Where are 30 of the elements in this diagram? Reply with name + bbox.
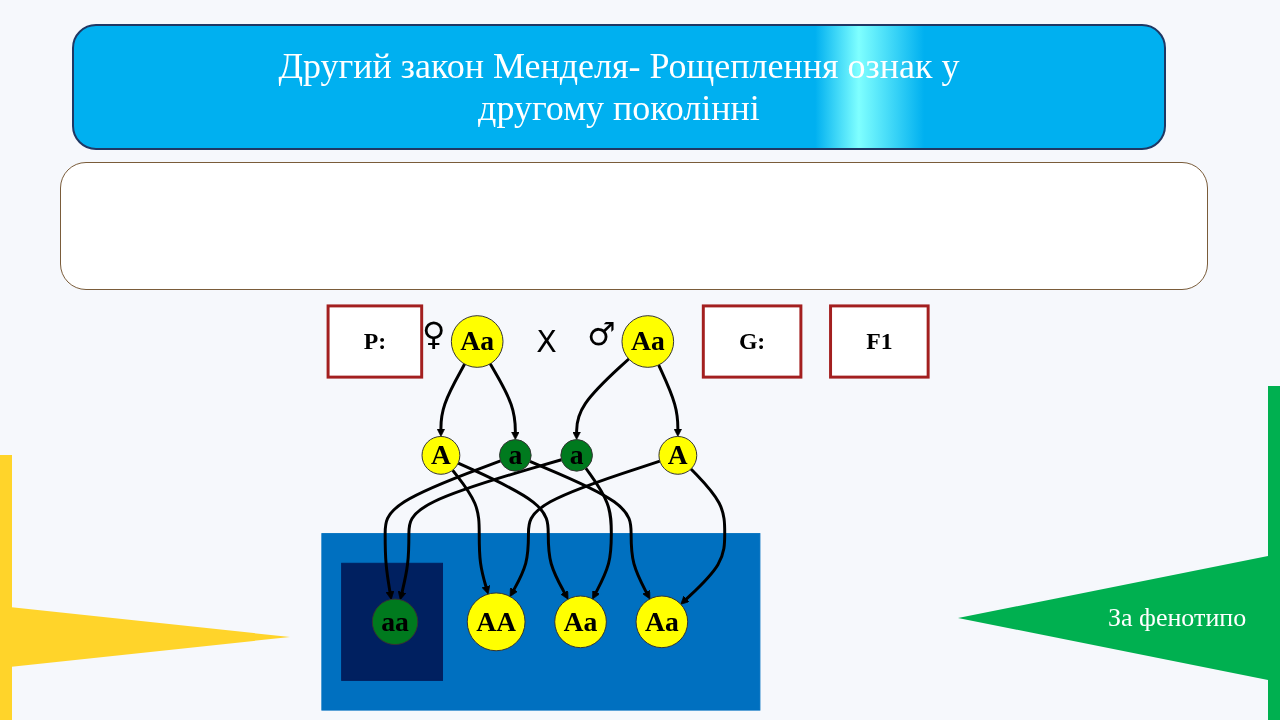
sex-symbol: ♂: [587, 315, 616, 352]
arrow: [383, 459, 502, 600]
label-box: F1: [829, 304, 930, 379]
cross-sign: X: [536, 324, 557, 359]
circle-node: Aa: [450, 315, 504, 368]
circle-node: Aa: [554, 595, 607, 649]
sex-symbol: ♀: [421, 315, 446, 352]
circle-node: A: [658, 435, 698, 475]
arrow: [397, 458, 562, 601]
arrow: [451, 469, 491, 595]
arrow: [657, 364, 683, 437]
label-box: G:: [701, 304, 803, 379]
arrow: [584, 467, 613, 600]
arrow: [572, 357, 630, 440]
arrow: [488, 363, 520, 440]
circle-node: A: [421, 435, 461, 475]
circle-node: a: [499, 439, 532, 472]
label-box: P:: [326, 304, 424, 379]
arrow: [457, 461, 569, 600]
arrow: [436, 363, 466, 437]
circle-node: aa: [371, 598, 419, 646]
circle-node: a: [560, 439, 593, 472]
circle-node: AA: [466, 592, 526, 652]
circle-node: Aa: [621, 315, 675, 368]
side-label: За фенотипо: [1108, 603, 1247, 633]
arrow: [680, 467, 727, 605]
title: Другий закон Менделя- Рощеплення ознак у другому поколінні: [277, 45, 961, 129]
circle-node: Aa: [635, 595, 689, 649]
arrow: [509, 459, 661, 597]
arrow: [529, 460, 651, 600]
